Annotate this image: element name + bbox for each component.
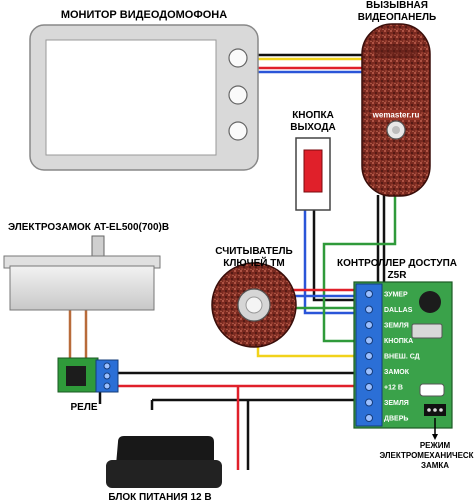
controller-terminal-screw (365, 367, 373, 376)
panel-label-line1: ВЫЗЫВНАЯ (366, 0, 428, 11)
panel-brand: wemaster.ru (372, 111, 420, 120)
mode-label-line2: ЭЛЕКТРОМЕХАНИЧЕСКОГО (380, 451, 474, 460)
controller-terminal-label: ВНЕШ. СД (384, 354, 420, 361)
monitor-label: МОНИТОР ВИДЕОДОМОФОНА (61, 9, 227, 21)
controller-terminal-screw (365, 414, 373, 422)
buzzer (419, 291, 441, 313)
reader-label-line2: КЛЮЧЕЙ ТМ (223, 256, 284, 269)
controller-terminal-screw (365, 321, 373, 329)
mode-label-line1: РЕЖИМ (420, 441, 451, 450)
controller-terminal-screw (365, 305, 373, 314)
controller-terminal-screw (365, 398, 373, 407)
controller-terminal-screw (365, 336, 373, 345)
controller-label-line1: КОНТРОЛЛЕР ДОСТУПА (337, 258, 457, 269)
mode-label-line3: ЗАМКА (421, 461, 449, 470)
controller-terminal-label: +12 В (384, 385, 403, 392)
controller-terminal-labels: ЗУМЕР DALLAS ЗЕМЛЯ КНОПКА ВНЕШ. СД ЗАМОК +12 В… (384, 292, 420, 423)
power-supply (106, 436, 222, 488)
reader-label-line1: СЧИТЫВАТЕЛЬ (215, 246, 293, 257)
controller-terminal-label: ЗЕМЛЯ (384, 400, 409, 407)
controller-terminal-label: КНОПКА (384, 338, 413, 345)
controller-terminal-label: ЗЕМЛЯ (384, 323, 409, 330)
controller-label-line2: Z5R (388, 270, 408, 281)
video-monitor (29, 24, 259, 171)
monitor-button-2 (228, 85, 248, 105)
tm-reader (211, 262, 297, 348)
power-label: БЛОК ПИТАНИЯ 12 В (108, 492, 211, 503)
exit-button (295, 137, 331, 211)
controller-terminal-screw (365, 290, 373, 298)
controller-terminal-screw (365, 352, 373, 360)
controller-terminal-label: ДВЕРЬ (384, 416, 408, 423)
relay-chip (411, 323, 443, 339)
call-panel: wemaster.ru (361, 23, 431, 197)
controller-terminal-label: DALLAS (384, 307, 413, 314)
exit-label-line1: КНОПКА (292, 110, 334, 121)
ic-chip (419, 383, 445, 397)
relay (57, 357, 119, 393)
exit-label-line2: ВЫХОДА (290, 122, 335, 133)
access-controller: ЗУМЕР DALLAS ЗЕМЛЯ КНОПКА ВНЕШ. СД ЗАМОК +12 В… (353, 281, 453, 429)
controller-terminal-label: ЗУМЕР (384, 292, 408, 299)
controller-terminal-screw (365, 383, 373, 391)
monitor-button-3 (228, 121, 248, 141)
controller-terminal-label: ЗАМОК (384, 369, 410, 376)
panel-label-line2: ВИДЕОПАНЕЛЬ (358, 12, 437, 23)
controller-terminal-group (365, 290, 373, 422)
lock-label: ЭЛЕКТРОЗАМОК AT-EL500(700)B (8, 222, 169, 233)
electrolock (3, 235, 161, 311)
monitor-button-1 (228, 48, 248, 68)
relay-label: РЕЛЕ (70, 402, 97, 413)
